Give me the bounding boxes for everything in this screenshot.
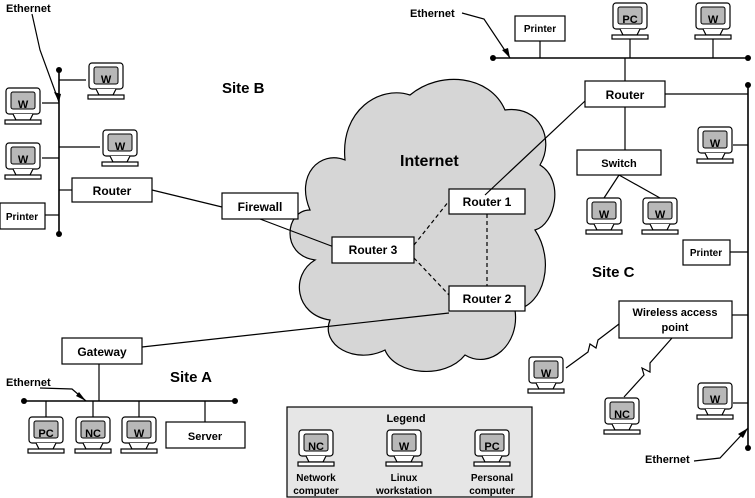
legend: Legend NC Network computer W Linux works… — [286, 406, 533, 498]
svg-text:W: W — [710, 138, 721, 150]
site-b-router — [71, 177, 153, 203]
site-c-printer-top — [514, 15, 566, 42]
site-a: Gateway Ethernet PC NC W Server — [6, 312, 450, 454]
wireless-link-1 — [565, 323, 620, 369]
svg-text:W: W — [101, 74, 112, 86]
svg-text:W: W — [115, 141, 126, 153]
site-c: Ethernet Printer PC W Router Switch W W — [410, 2, 751, 466]
svg-text:computer: computer — [469, 486, 515, 497]
legend-title: Legend — [386, 413, 425, 425]
svg-text:Router 2: Router 2 — [463, 292, 512, 306]
site-c-pc-top: PC — [611, 2, 649, 40]
site-c-workstation-side-1: W — [696, 126, 734, 164]
svg-text:Router: Router — [93, 184, 132, 198]
internet-cloud — [289, 78, 556, 373]
svg-text:Router 3: Router 3 — [349, 243, 398, 257]
svg-text:W: W — [399, 441, 410, 453]
router-3 — [331, 236, 415, 264]
gateway — [61, 337, 143, 365]
site-b-workstation-2: W — [4, 87, 42, 125]
svg-text:Linux: Linux — [391, 473, 418, 484]
site-b: Ethernet W W W W Router Printer Firewall — [0, 3, 335, 248]
site-b-ethernet-label: Ethernet — [6, 3, 51, 15]
svg-text:NC: NC — [308, 441, 324, 453]
site-c-wireless-workstation: W — [527, 356, 565, 394]
wireless-access-point — [618, 300, 733, 339]
site-a-ethernet-label: Ethernet — [6, 377, 51, 389]
svg-text:W: W — [18, 154, 29, 166]
site-c-wireless-nc: NC — [603, 397, 641, 435]
site-c-ethernet-bottom-label: Ethernet — [645, 454, 690, 466]
svg-text:W: W — [18, 99, 29, 111]
svg-text:Personal: Personal — [471, 473, 513, 484]
svg-text:W: W — [708, 14, 719, 26]
svg-text:PC: PC — [622, 14, 637, 26]
svg-text:Gateway: Gateway — [77, 345, 127, 359]
site-b-printer — [0, 202, 46, 230]
site-a-server — [165, 421, 246, 449]
svg-text:W: W — [541, 368, 552, 380]
legend-pc-icon: PC — [473, 429, 511, 467]
svg-text:PC: PC — [484, 441, 499, 453]
site-b-workstation-1: W — [87, 62, 125, 100]
site-b-label: Site B — [222, 80, 265, 97]
svg-text:NC: NC — [85, 428, 101, 440]
firewall — [221, 192, 299, 220]
svg-text:Server: Server — [188, 431, 223, 443]
svg-text:workstation: workstation — [375, 486, 432, 497]
legend-nc-icon: NC — [297, 429, 335, 467]
svg-text:W: W — [710, 394, 721, 406]
svg-text:PC: PC — [38, 428, 53, 440]
site-c-switch-workstation-1: W — [585, 197, 623, 235]
site-c-switch-workstation-2: W — [641, 197, 679, 235]
svg-text:Firewall: Firewall — [238, 200, 283, 214]
site-c-workstation-side-2: W — [696, 382, 734, 420]
svg-text:Switch: Switch — [601, 158, 637, 170]
site-c-switch — [576, 149, 662, 176]
site-c-printer-side — [682, 239, 731, 266]
svg-text:point: point — [662, 322, 689, 334]
svg-text:Printer: Printer — [690, 248, 722, 259]
svg-text:Printer: Printer — [524, 24, 556, 35]
svg-text:Router 1: Router 1 — [463, 195, 512, 209]
svg-text:W: W — [655, 209, 666, 221]
internet-title: Internet — [400, 153, 459, 170]
svg-text:Network: Network — [296, 473, 336, 484]
site-c-ethernet-top-label: Ethernet — [410, 8, 455, 20]
svg-text:Printer: Printer — [6, 212, 38, 223]
router-1 — [448, 188, 526, 215]
svg-text:computer: computer — [293, 486, 339, 497]
svg-text:W: W — [134, 428, 145, 440]
wireless-link-2 — [623, 337, 673, 398]
site-c-workstation-top: W — [694, 2, 732, 40]
site-a-nc: NC — [74, 416, 112, 454]
svg-text:W: W — [599, 209, 610, 221]
svg-text:Router: Router — [606, 88, 645, 102]
site-a-pc: PC — [27, 416, 65, 454]
svg-text:NC: NC — [614, 409, 630, 421]
site-a-label: Site A — [170, 369, 212, 386]
legend-w-icon: W — [385, 429, 423, 467]
site-b-workstation-3: W — [101, 129, 139, 167]
svg-text:Wireless access: Wireless access — [633, 307, 718, 319]
site-a-workstation: W — [120, 416, 158, 454]
site-c-label: Site C — [592, 264, 635, 281]
router-2 — [448, 285, 526, 312]
site-b-workstation-4: W — [4, 142, 42, 180]
